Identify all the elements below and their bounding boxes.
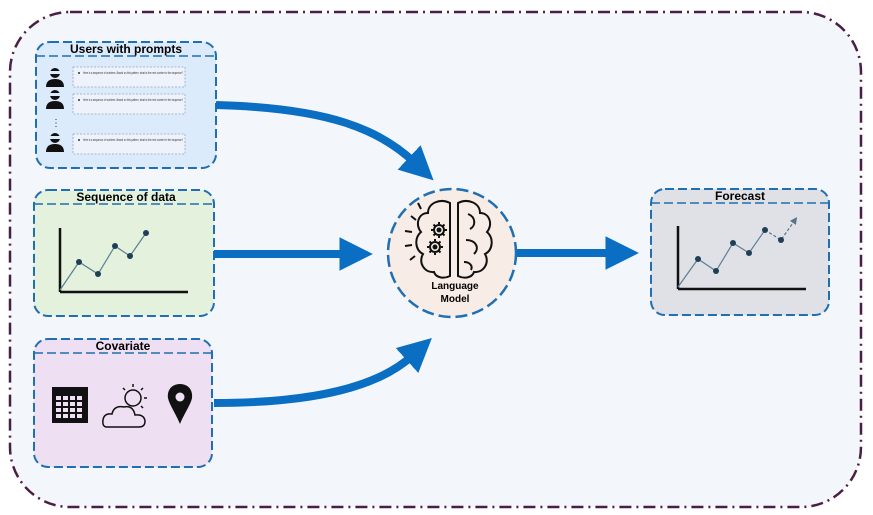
sequence-panel: Sequence of data <box>33 189 215 317</box>
users-panel: Users with prompts Here is a sequence of… <box>35 41 217 169</box>
covariate-panel: Covariate <box>33 338 213 468</box>
user-icon <box>46 90 64 109</box>
forecast-line-chart-icon <box>676 217 806 291</box>
prompt-box <box>72 93 186 115</box>
arrow-users-to-model <box>215 101 434 181</box>
forecast-panel: Forecast <box>650 188 830 316</box>
prompt-box <box>72 66 186 88</box>
users-panel-title: Users with prompts <box>70 42 182 56</box>
calendar-icon <box>52 387 88 423</box>
sequence-panel-title: Sequence of data <box>76 190 176 204</box>
user-icon <box>46 133 64 152</box>
model-label-line2: Model <box>441 294 470 305</box>
weather-icon <box>102 384 147 428</box>
arrow-covariate-to-model <box>213 337 432 407</box>
brain-gears-icon <box>404 200 493 279</box>
flow-arrows <box>213 101 639 407</box>
sequence-line-chart-icon <box>58 228 188 294</box>
ellipsis: ⋮ <box>51 118 61 129</box>
prompt-text: Here is a sequence of numbers. Based on … <box>83 138 183 142</box>
forecast-panel-title: Forecast <box>715 189 765 203</box>
location-pin-icon <box>167 384 193 424</box>
prompt-text: Here is a sequence of numbers. Based on … <box>83 98 183 102</box>
prompt-text: Here is a sequence of numbers. Based on … <box>83 71 183 75</box>
language-model-node: Language Model <box>386 187 518 319</box>
covariate-panel-title: Covariate <box>96 339 151 353</box>
user-icon <box>46 68 64 87</box>
prompt-box <box>72 133 186 155</box>
model-label-line1: Language <box>431 281 479 292</box>
